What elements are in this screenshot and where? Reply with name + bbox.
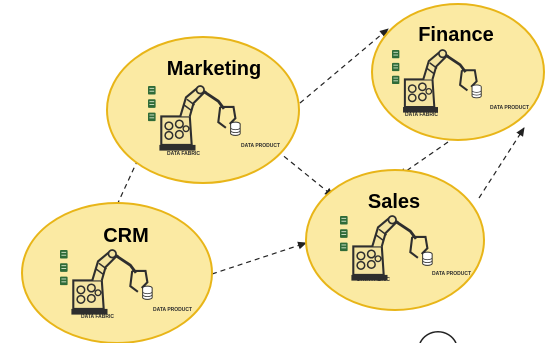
- finance-product-label: DATA PRODUCT: [490, 105, 529, 111]
- node-sales[interactable]: Sales: [305, 169, 485, 311]
- node-marketing-ellipse: [106, 36, 300, 184]
- node-finance-title: Finance: [418, 24, 494, 46]
- node-crm-ellipse: [21, 202, 213, 343]
- node-marketing[interactable]: Marketing: [106, 36, 300, 184]
- node-crm-title: CRM: [103, 225, 149, 247]
- decorative-circle-fragment: [419, 331, 457, 343]
- crm-product-label: DATA PRODUCT: [153, 307, 192, 313]
- caption-labels: DATA FABRIC DATA PRODUCT DATA FABRIC DAT…: [81, 105, 529, 320]
- sales-product-label: DATA PRODUCT: [432, 271, 471, 277]
- sales-fabric-label: DATA FABRIC: [357, 277, 390, 283]
- edge-sales-to-finance: [478, 127, 525, 199]
- node-finance[interactable]: Finance: [371, 3, 545, 141]
- marketing-product-label: DATA PRODUCT: [241, 143, 280, 149]
- node-marketing-title: Marketing: [167, 58, 261, 80]
- crm-fabric-label: DATA FABRIC: [81, 314, 114, 320]
- finance-fabric-label: DATA FABRIC: [405, 112, 438, 118]
- node-crm[interactable]: CRM: [21, 202, 213, 343]
- node-sales-ellipse: [305, 169, 485, 311]
- marketing-fabric-label: DATA FABRIC: [167, 151, 200, 157]
- edge-marketing-to-finance: [299, 28, 389, 104]
- node-sales-title: Sales: [368, 191, 420, 213]
- edge-crm-to-sales: [211, 241, 307, 275]
